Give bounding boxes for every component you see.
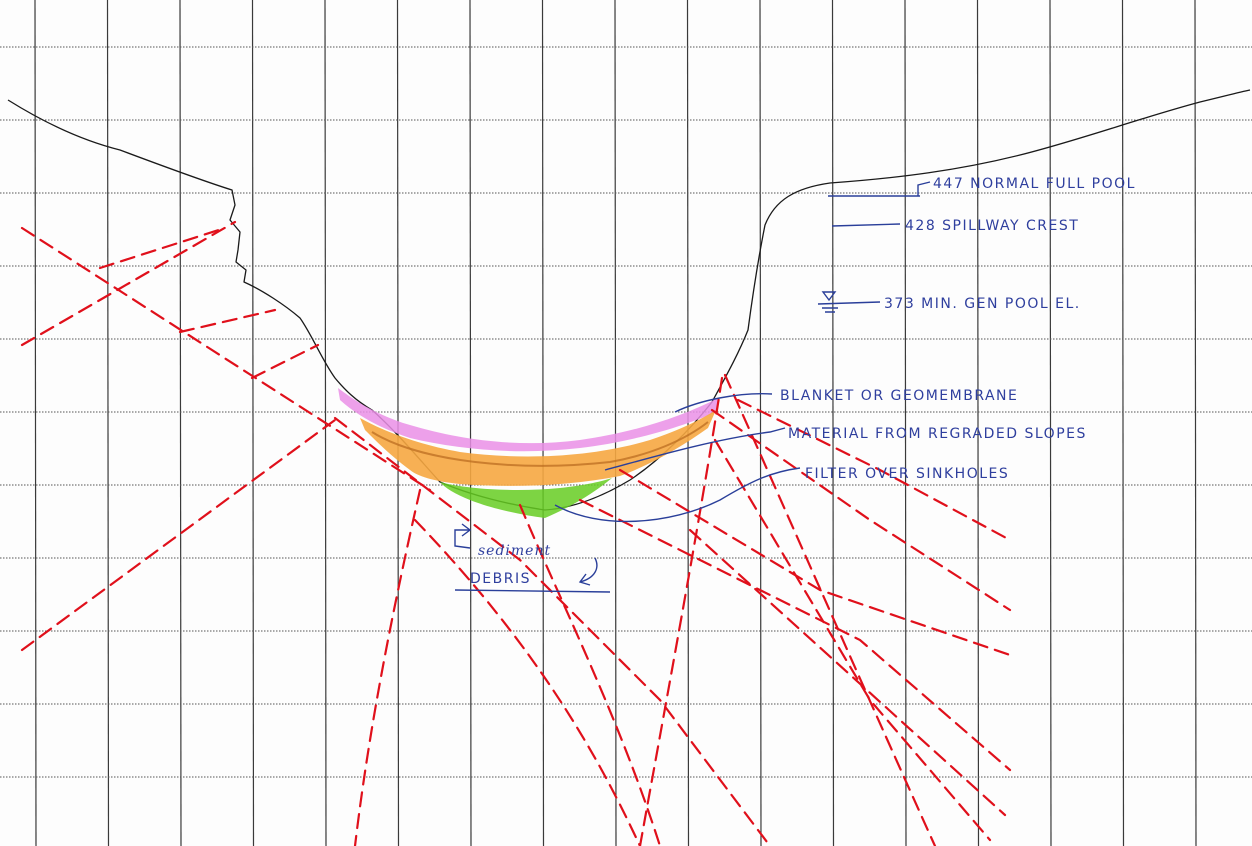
grid-vertical-line bbox=[1121, 0, 1125, 846]
callout-leaders bbox=[554, 392, 801, 523]
grid-vertical-line bbox=[541, 0, 545, 846]
grid-vertical-line bbox=[251, 0, 255, 846]
sediment-underline bbox=[454, 589, 611, 593]
grid-vertical-line bbox=[759, 0, 762, 846]
grid-vertical-line bbox=[179, 0, 182, 846]
spillway-label: 428 SPILLWAY CREST bbox=[905, 218, 1079, 234]
joint-line bbox=[333, 416, 772, 846]
joint-line bbox=[688, 528, 1007, 817]
joint-line bbox=[723, 373, 937, 846]
pool-full-marker bbox=[828, 181, 931, 197]
filter-leader bbox=[554, 467, 801, 523]
joint-line bbox=[250, 343, 320, 380]
joint-line bbox=[20, 226, 432, 492]
ground-profile-line bbox=[7, 89, 1251, 511]
joint-lines bbox=[20, 220, 1012, 846]
sediment-callout bbox=[454, 523, 611, 593]
joint-line bbox=[413, 518, 642, 846]
spillway-marker bbox=[831, 223, 901, 227]
min-gen-marker bbox=[817, 301, 881, 305]
grid-vertical-line bbox=[106, 0, 110, 846]
debris-label: DEBRIS bbox=[470, 571, 531, 587]
joint-line bbox=[713, 438, 992, 842]
joint-line bbox=[20, 418, 337, 652]
grid-vertical-line bbox=[1049, 0, 1052, 846]
blanket-layer bbox=[338, 388, 718, 452]
joint-line bbox=[20, 220, 237, 347]
grid-vertical-line bbox=[34, 0, 37, 846]
joint-line bbox=[638, 376, 724, 846]
sediment-left-arrow bbox=[454, 523, 472, 549]
regraded-leader bbox=[604, 427, 786, 471]
water-surface-icon bbox=[821, 291, 838, 313]
filter-label: FILTER OVER SINKHOLES bbox=[805, 466, 1009, 482]
elevation-markers bbox=[817, 181, 931, 313]
pool-full-label: 447 NORMAL FULL POOL bbox=[933, 176, 1136, 192]
min-gen-label: 373 MIN. GEN POOL EL. bbox=[884, 296, 1081, 312]
grid-vertical-line bbox=[904, 0, 907, 846]
joint-line bbox=[98, 226, 227, 270]
regraded-stripe bbox=[371, 421, 709, 467]
sediment-label: sediment bbox=[478, 543, 551, 559]
joint-line bbox=[618, 468, 1012, 657]
grid-vertical-line bbox=[976, 0, 980, 846]
regraded-material-layer bbox=[360, 410, 716, 486]
sediment-right-arrow bbox=[578, 557, 598, 586]
grid-vertical-line bbox=[469, 0, 472, 846]
grid-vertical-line bbox=[831, 0, 835, 846]
grid-vertical-line bbox=[1194, 0, 1197, 846]
joint-line bbox=[353, 488, 422, 846]
joint-line bbox=[578, 498, 1012, 772]
joint-line bbox=[178, 308, 277, 334]
blanket-leader bbox=[674, 392, 773, 413]
regraded-label: MATERIAL FROM REGRADED SLOPES bbox=[788, 426, 1087, 442]
grid-vertical-line bbox=[614, 0, 617, 846]
filter-layer bbox=[440, 478, 612, 518]
joint-line bbox=[736, 398, 1012, 542]
joint-line bbox=[518, 503, 662, 846]
blanket-label: BLANKET OR GEOMEMBRANE bbox=[780, 388, 1018, 404]
